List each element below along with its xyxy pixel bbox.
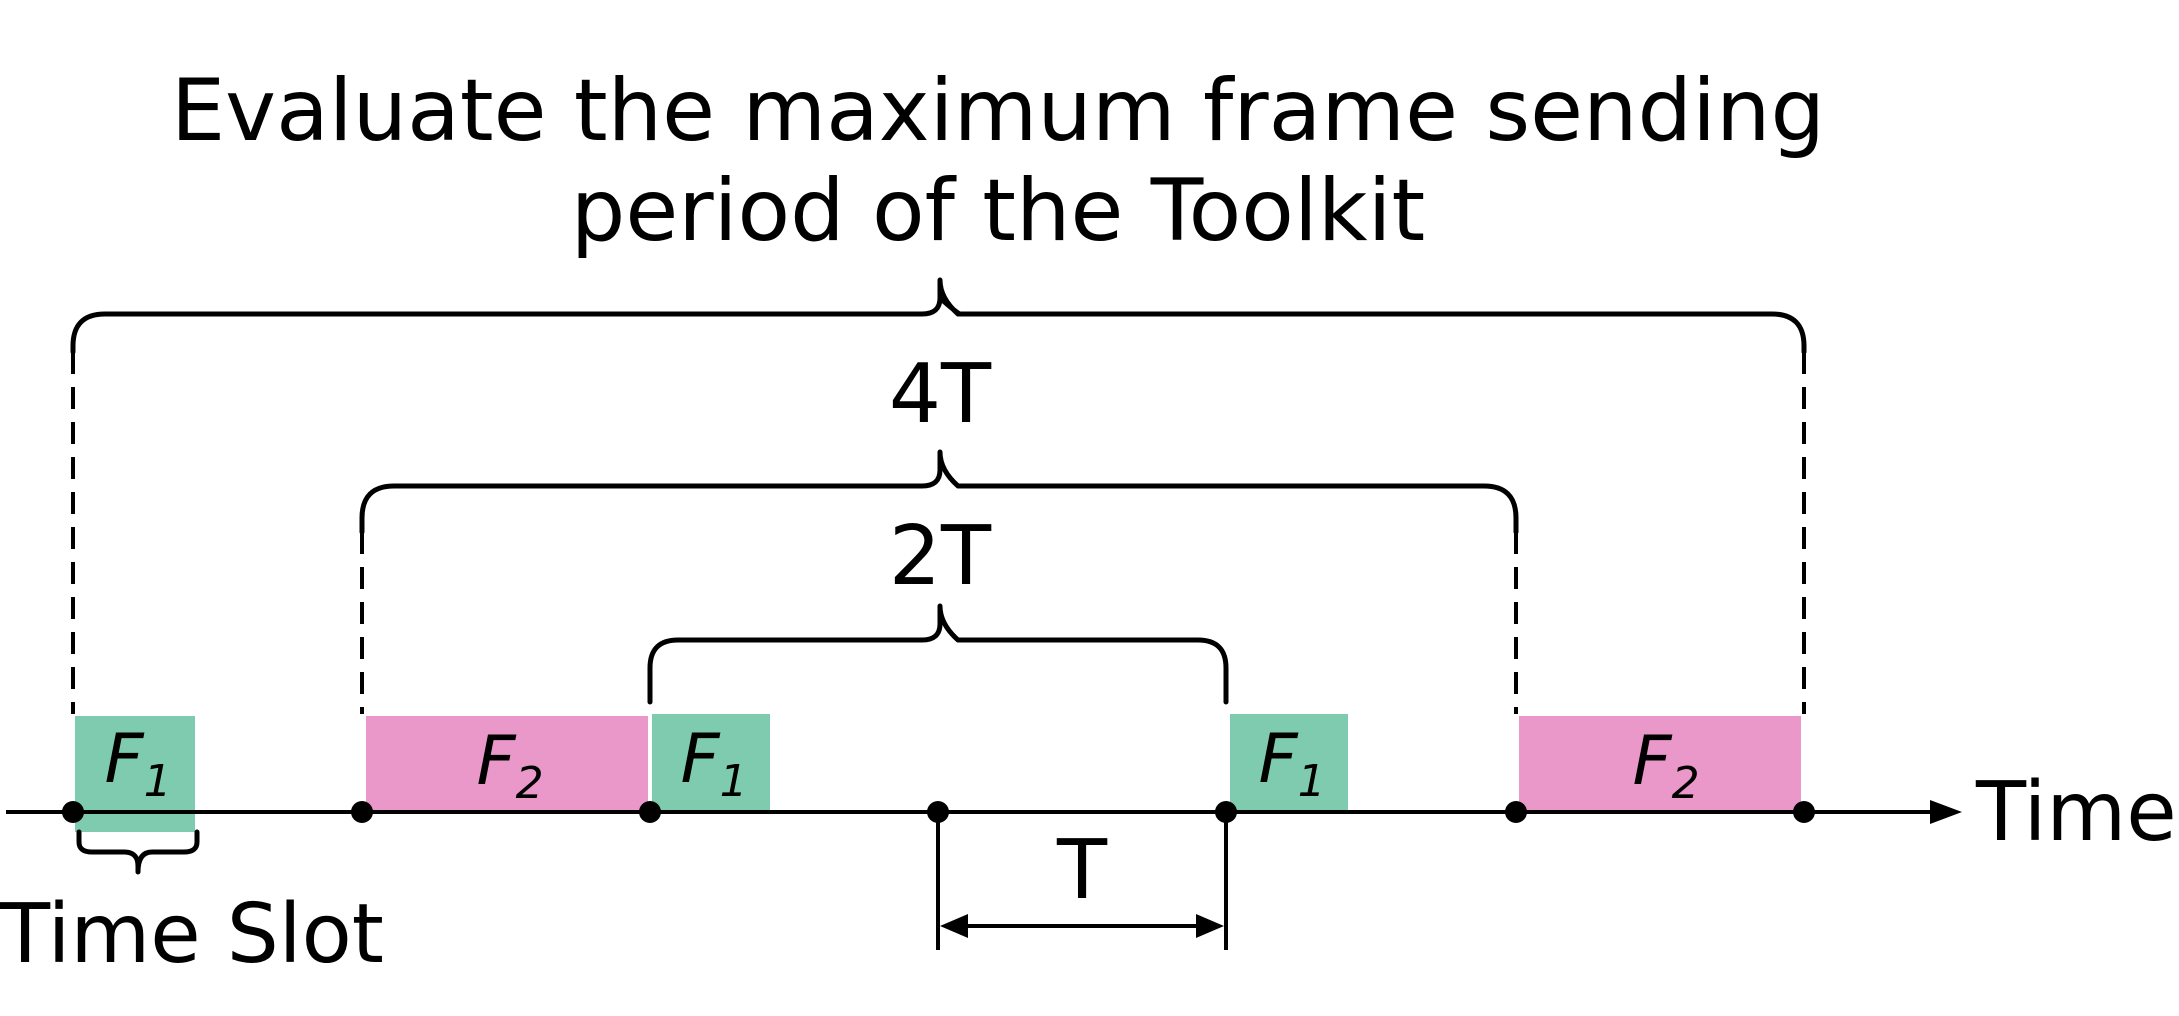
frame-block-4 [1230, 714, 1348, 812]
axis-point-1 [62, 801, 84, 823]
title-line-2: period of the Toolkit [571, 161, 1425, 261]
frame-block-2 [366, 716, 648, 812]
time-slot-brace [76, 829, 200, 875]
axis-label-time: Time [1975, 765, 2177, 860]
axis-point-7 [1793, 801, 1815, 823]
brace-2t [647, 603, 1229, 705]
label-4t: 4T [889, 347, 992, 442]
max-period-brace [70, 277, 1807, 355]
axis-point-6 [1505, 801, 1527, 823]
label-2t: 2T [889, 509, 992, 604]
frame-label-5: F2 [1632, 722, 1699, 809]
frame-block-3 [652, 714, 770, 812]
frame-label-2: F2 [476, 722, 543, 809]
title-line-1: Evaluate the maximum frame sending [171, 61, 1825, 161]
label-t: T [1056, 823, 1108, 918]
frame-label-3: F1 [680, 720, 747, 807]
frame-label-4: F1 [1258, 720, 1325, 807]
axis-point-2 [351, 801, 373, 823]
frame-block-5 [1519, 716, 1801, 812]
time-axis-arrowhead [1930, 800, 1962, 824]
brace-4t [359, 449, 1519, 535]
time-slot-label: Time Slot [0, 887, 384, 982]
period-arrow-right [1196, 914, 1224, 938]
axis-point-3 [639, 801, 661, 823]
period-arrow-left [940, 914, 968, 938]
frame-label-1: F1 [104, 720, 171, 807]
